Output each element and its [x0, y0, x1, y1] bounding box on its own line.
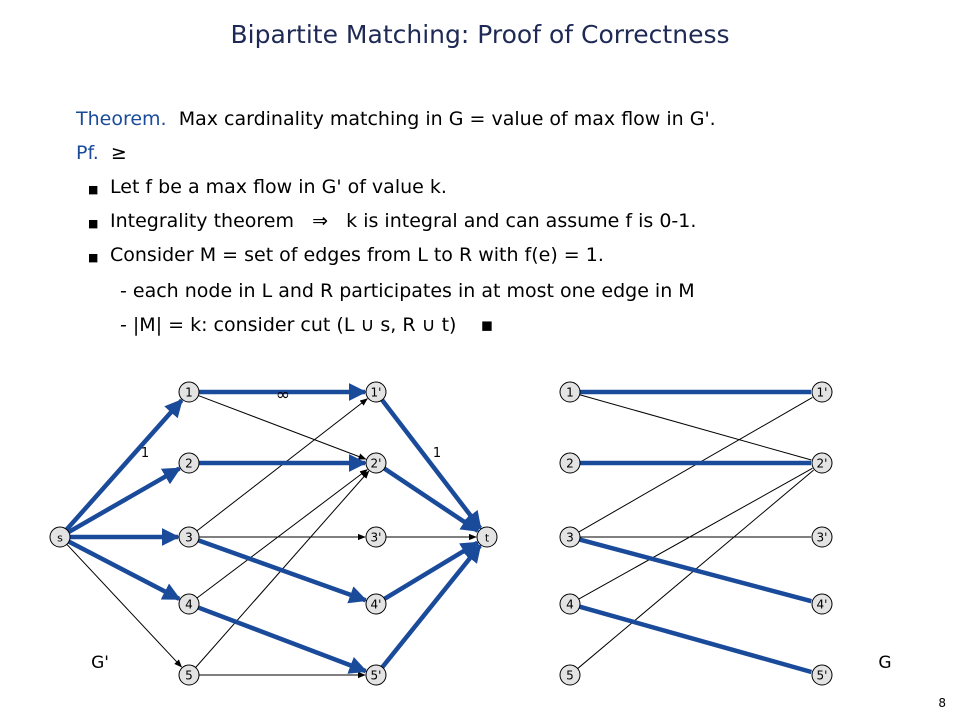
graph-edge-4-5p: [579, 604, 813, 675]
flow-node-2p: 2': [365, 452, 387, 474]
flow-edge-1-2p: [198, 395, 367, 460]
flow-edge-1p-t: [380, 398, 483, 530]
svg-text:5': 5': [371, 669, 382, 683]
source-capacity-label: 1: [141, 446, 149, 461]
svg-text:4': 4': [817, 598, 828, 612]
graph-edge-4-2p: [578, 467, 813, 600]
flow-node-3p: 3': [365, 526, 387, 548]
svg-text:2': 2': [817, 457, 828, 471]
flow-node-1: 1: [178, 381, 200, 403]
flow-edge-s-1: [64, 398, 184, 532]
flow-node-3: 3: [178, 526, 200, 548]
implies-arrow: ⇒: [312, 210, 329, 232]
svg-text:5: 5: [566, 669, 574, 683]
svg-text:5: 5: [185, 669, 193, 683]
flow-network-label: G': [91, 653, 109, 673]
graph-node-3: 3: [559, 526, 581, 548]
flow-edge-4-5p: [197, 605, 368, 674]
flow-node-5p: 5': [365, 664, 387, 686]
flow-network-edges: [64, 383, 483, 679]
slide-title: Bipartite Matching: Proof of Correctness: [230, 20, 730, 49]
flow-node-5: 5: [178, 664, 200, 686]
bipartite-graph-edges: [577, 389, 814, 675]
theorem-label: Theorem.: [76, 108, 167, 130]
sink-capacity-label: 1: [433, 446, 441, 461]
subbullet-text: each node in L and R participates in at …: [132, 280, 695, 302]
bullet-marker: ■: [88, 251, 99, 264]
theorem-line: Theorem. Max cardinality matching in G =…: [76, 108, 716, 130]
proof-line: Pf. ≥: [76, 142, 127, 164]
flow-edge-5p-t: [380, 544, 482, 669]
svg-text:1: 1: [185, 386, 193, 400]
svg-text:2: 2: [566, 457, 574, 471]
graph-edge-3-4p: [579, 537, 812, 604]
graph-node-4p: 4': [811, 593, 833, 615]
flow-edge-s-4: [67, 539, 181, 601]
flow-edge-s-2: [67, 466, 182, 534]
integrality-text-a: Integrality theorem: [110, 210, 294, 232]
bipartite-graph-label: G: [878, 653, 891, 673]
flow-edge-3-4p: [197, 538, 368, 604]
svg-text:t: t: [485, 532, 490, 545]
svg-text:1': 1': [371, 386, 382, 400]
integrality-text-b: k is integral and can assume f is 0-1.: [346, 210, 697, 232]
subbullet-cut: - |M| = k: consider cut (L ∪ s, R ∪ t) ▪: [120, 314, 494, 336]
proof-label: Pf.: [76, 142, 99, 164]
flow-network-nodes: s 1 2 3 4 5 1' 2' 3' 4' 5' t: [49, 381, 498, 686]
flow-node-2: 2: [178, 452, 200, 474]
bullet-marker: ■: [88, 217, 99, 230]
bullet-max-flow: Let f be a max flow in G' of value k.: [110, 176, 447, 198]
flow-node-t: t: [476, 526, 498, 548]
svg-text:2': 2': [371, 457, 382, 471]
svg-text:3: 3: [185, 531, 193, 545]
bipartite-graph-nodes: 1 2 3 4 5 1' 2' 3' 4' 5': [559, 381, 833, 686]
svg-text:1: 1: [566, 386, 574, 400]
graph-node-1p: 1': [811, 381, 833, 403]
svg-text:3': 3': [371, 531, 382, 545]
graph-node-3p: 3': [811, 526, 833, 548]
flow-node-4p: 4': [365, 593, 387, 615]
flow-node-1p: 1': [365, 381, 387, 403]
flow-node-s: s: [49, 526, 71, 548]
graph-node-2: 2: [559, 452, 581, 474]
graph-edge-1-2p: [579, 394, 812, 461]
flow-edge-4p-t: [383, 540, 480, 601]
bullet-integrality: Integrality theorem ⇒ k is integral and …: [110, 210, 696, 232]
proof-direction-symbol: ≥: [110, 142, 127, 164]
bullet-consider-m: Consider M = set of edges from L to R wi…: [110, 244, 604, 266]
svg-text:3': 3': [817, 531, 828, 545]
graph-node-5: 5: [559, 664, 581, 686]
svg-text:2: 2: [185, 457, 193, 471]
subbullet-dash: -: [120, 280, 127, 302]
flow-edge-s-5: [66, 543, 183, 668]
svg-text:4: 4: [185, 598, 193, 612]
subbullet-each-node: - each node in L and R participates in a…: [120, 280, 695, 302]
graph-node-5p: 5': [811, 664, 833, 686]
theorem-text: Max cardinality matching in G = value of…: [178, 108, 716, 130]
infinity-capacity-label: ∞: [276, 385, 290, 405]
bullet-marker: ■: [88, 183, 99, 196]
graph-node-2p: 2': [811, 452, 833, 474]
flow-edge-2p-t: [383, 466, 480, 533]
graph-node-1: 1: [559, 381, 581, 403]
svg-text:3: 3: [566, 531, 574, 545]
flow-edge-4-2p: [196, 469, 368, 599]
svg-text:4: 4: [566, 598, 574, 612]
qed-mark: ▪: [480, 314, 494, 336]
graph-node-4: 4: [559, 593, 581, 615]
page-number: 8: [938, 696, 946, 710]
svg-text:s: s: [57, 532, 63, 545]
subbullet-dash: -: [120, 314, 127, 336]
svg-text:1': 1': [817, 386, 828, 400]
subbullet-text: |M| = k: consider cut (L ∪ s, R ∪ t): [132, 314, 457, 336]
svg-text:5': 5': [817, 669, 828, 683]
svg-text:4': 4': [371, 598, 382, 612]
flow-node-4: 4: [178, 593, 200, 615]
